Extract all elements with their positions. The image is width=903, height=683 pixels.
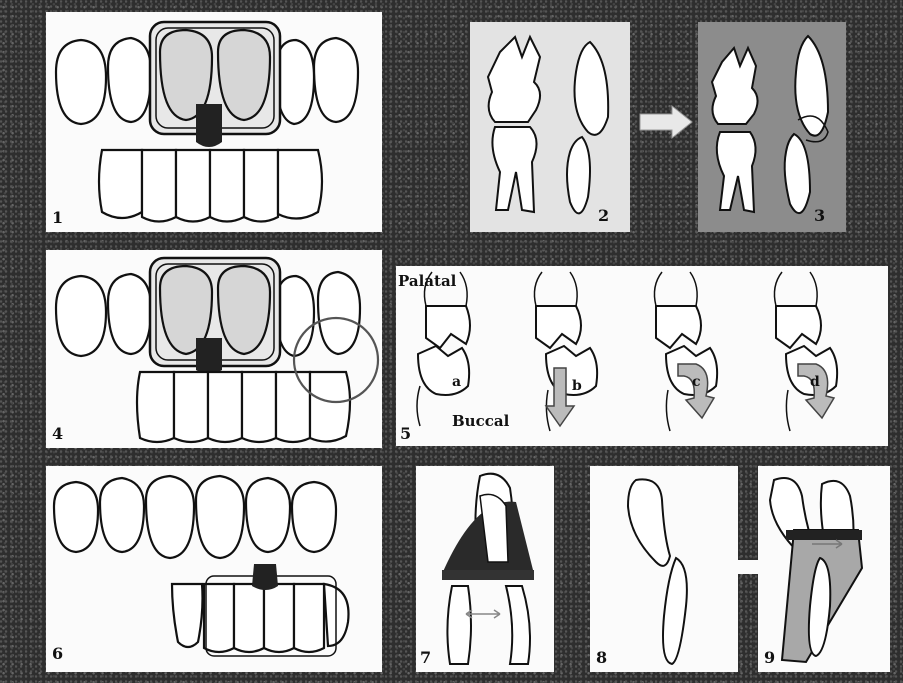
- panel-1-front-view: 1: [46, 12, 382, 232]
- panel-number-4: 4: [52, 424, 63, 443]
- panel-number-7: 7: [420, 648, 431, 667]
- appliance-side-drawing-9: [758, 466, 890, 672]
- front-teeth-drawing-4: [46, 250, 382, 448]
- panel-number-1: 1: [52, 208, 63, 227]
- panel-number-2: 2: [598, 206, 609, 225]
- label-b: b: [572, 378, 582, 394]
- label-d: d: [810, 374, 820, 390]
- front-teeth-drawing-1: [46, 12, 382, 232]
- panel-number-3: 3: [814, 206, 825, 225]
- panel-9-appliance-side: 9: [758, 466, 890, 672]
- panel-3-side-view-result: 3: [698, 22, 846, 232]
- label-palatal: Palatal: [398, 272, 456, 290]
- label-buccal: Buccal: [452, 412, 509, 430]
- panel-number-5: 5: [400, 424, 411, 443]
- panel-6-front-view: 6: [46, 466, 382, 672]
- incisor-drawing-8: [590, 466, 738, 672]
- arrow-right-icon: [638, 104, 694, 140]
- appliance-drawing-7: [416, 466, 554, 672]
- label-c: c: [692, 374, 701, 390]
- panel-4-front-view: 4: [46, 250, 382, 448]
- front-teeth-drawing-6: [46, 466, 382, 672]
- molar-side-drawing-2: [470, 22, 630, 232]
- connector-bar: [738, 560, 758, 574]
- panel-2-side-view: 2: [470, 22, 630, 232]
- panel-number-6: 6: [52, 644, 63, 663]
- molar-side-drawing-3: [698, 22, 846, 232]
- panel-8-side-view: 8: [590, 466, 738, 672]
- label-a: a: [452, 374, 461, 390]
- panel-7-appliance-section: 7: [416, 466, 554, 672]
- panel-number-8: 8: [596, 648, 607, 667]
- panel-number-9: 9: [764, 648, 775, 667]
- panel-5-cross-sections: Palatal Buccal a b c d 5: [396, 266, 888, 446]
